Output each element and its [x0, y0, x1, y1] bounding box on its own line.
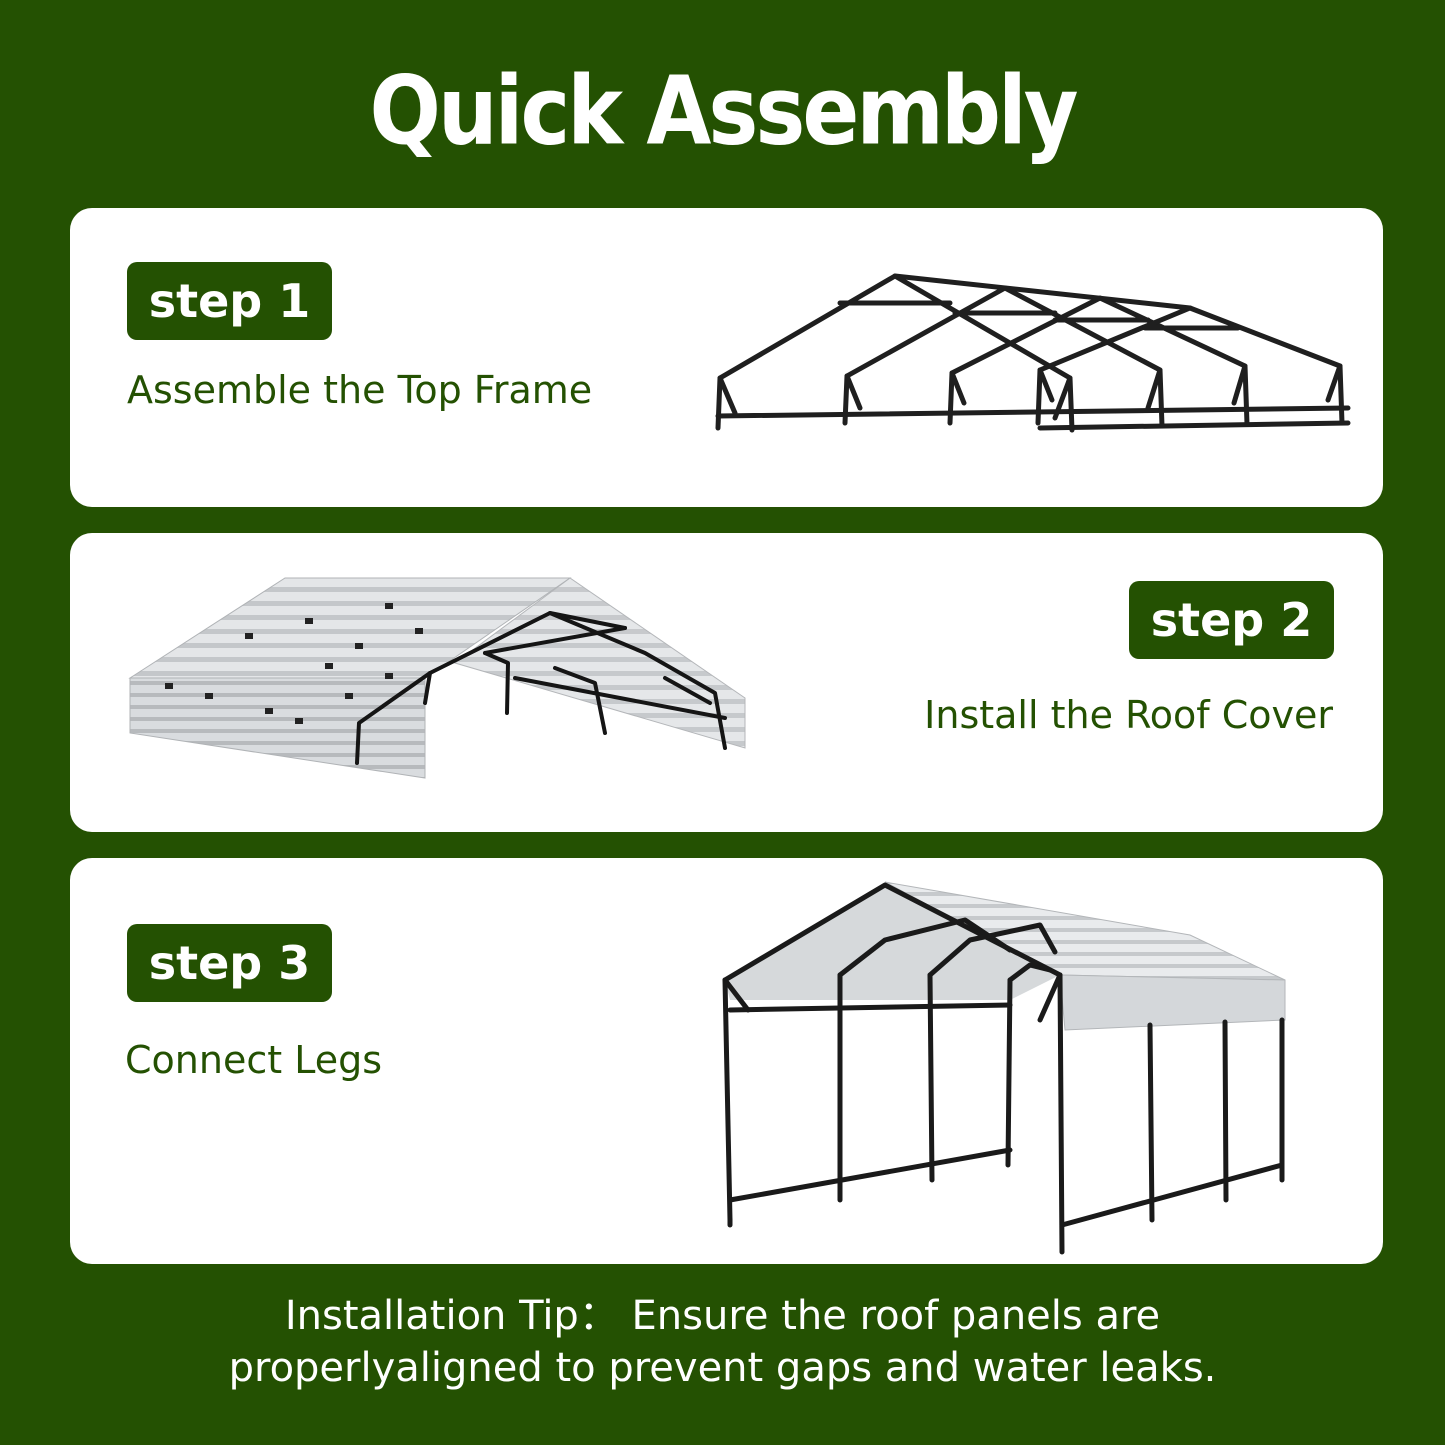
roof-cover-illustration [128, 577, 746, 779]
step-2-badge: step 2 [1129, 581, 1334, 659]
page-title: Quick Assembly [369, 56, 1078, 166]
tip-line-1: Installation Tip： Ensure the roof panels… [284, 1293, 1161, 1339]
step-3-label: Connect Legs [125, 1038, 383, 1082]
tip-line-2: properlyaligned to prevent gaps and wate… [228, 1345, 1217, 1391]
carport-illustration [722, 881, 1286, 1255]
top-frame-illustration [715, 273, 1351, 433]
step-3-card: step 3 Connect Legs [70, 858, 1383, 1264]
step-2-label: Install the Roof Cover [924, 693, 1333, 737]
step-3-badge: step 3 [127, 924, 332, 1002]
step-1-label: Assemble the Top Frame [127, 368, 593, 412]
step-1-badge: step 1 [127, 262, 332, 340]
installation-tip: Installation Tip： Ensure the roof panels… [0, 1290, 1445, 1394]
step-1-card: step 1 Assemble the Top Frame [70, 208, 1383, 507]
step-2-card: step 2 Install the Roof Cover [70, 533, 1383, 832]
